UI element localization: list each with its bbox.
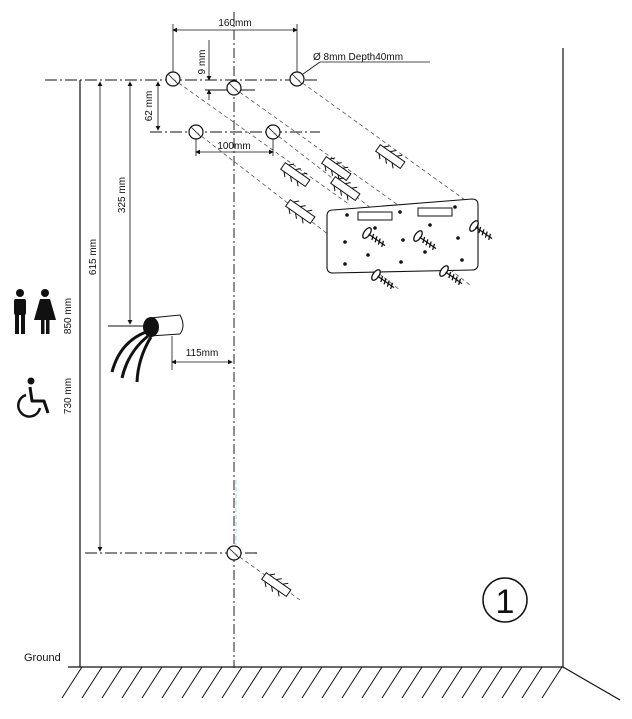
wheelchair-icon: [17, 377, 50, 418]
label-lower-spacing: 100mm: [217, 141, 250, 152]
dim-top-spacing: [172, 24, 298, 72]
step-number-badge: 1: [482, 577, 528, 623]
label-vertical-offset: 9 mm: [197, 50, 208, 75]
label-faucet-offset: 115mm: [186, 348, 219, 359]
ground-label: Ground: [24, 652, 61, 664]
man-icon: [14, 289, 26, 334]
leader-hole-spec: [302, 61, 321, 75]
label-height-standard: 850 mm: [63, 298, 74, 334]
dim-faucet-offset: [171, 336, 233, 370]
step-number: 1: [496, 583, 515, 621]
label-top-spacing: 160mm: [218, 18, 251, 29]
wall-anchor-icons: [261, 144, 406, 598]
screw-icons: [362, 220, 493, 290]
label-height-to-faucet: 325 mm: [117, 177, 128, 213]
label-height-accessible: 730 mm: [63, 378, 74, 414]
ground-hatching: [61, 666, 563, 699]
wall-outline: [68, 48, 621, 701]
mounting-plate: [326, 198, 479, 274]
label-row-gap: 62 mm: [144, 91, 155, 122]
label-hole-spec: Ø 8mm Depth40mm: [313, 52, 403, 63]
projection-lines: [172, 78, 471, 601]
label-height-to-lower-hole: 615 mm: [88, 239, 99, 275]
dim-lower-spacing: [195, 139, 274, 156]
nozzle-icon: [110, 314, 184, 383]
woman-icon: [34, 289, 56, 334]
reference-lines: [45, 79, 320, 554]
